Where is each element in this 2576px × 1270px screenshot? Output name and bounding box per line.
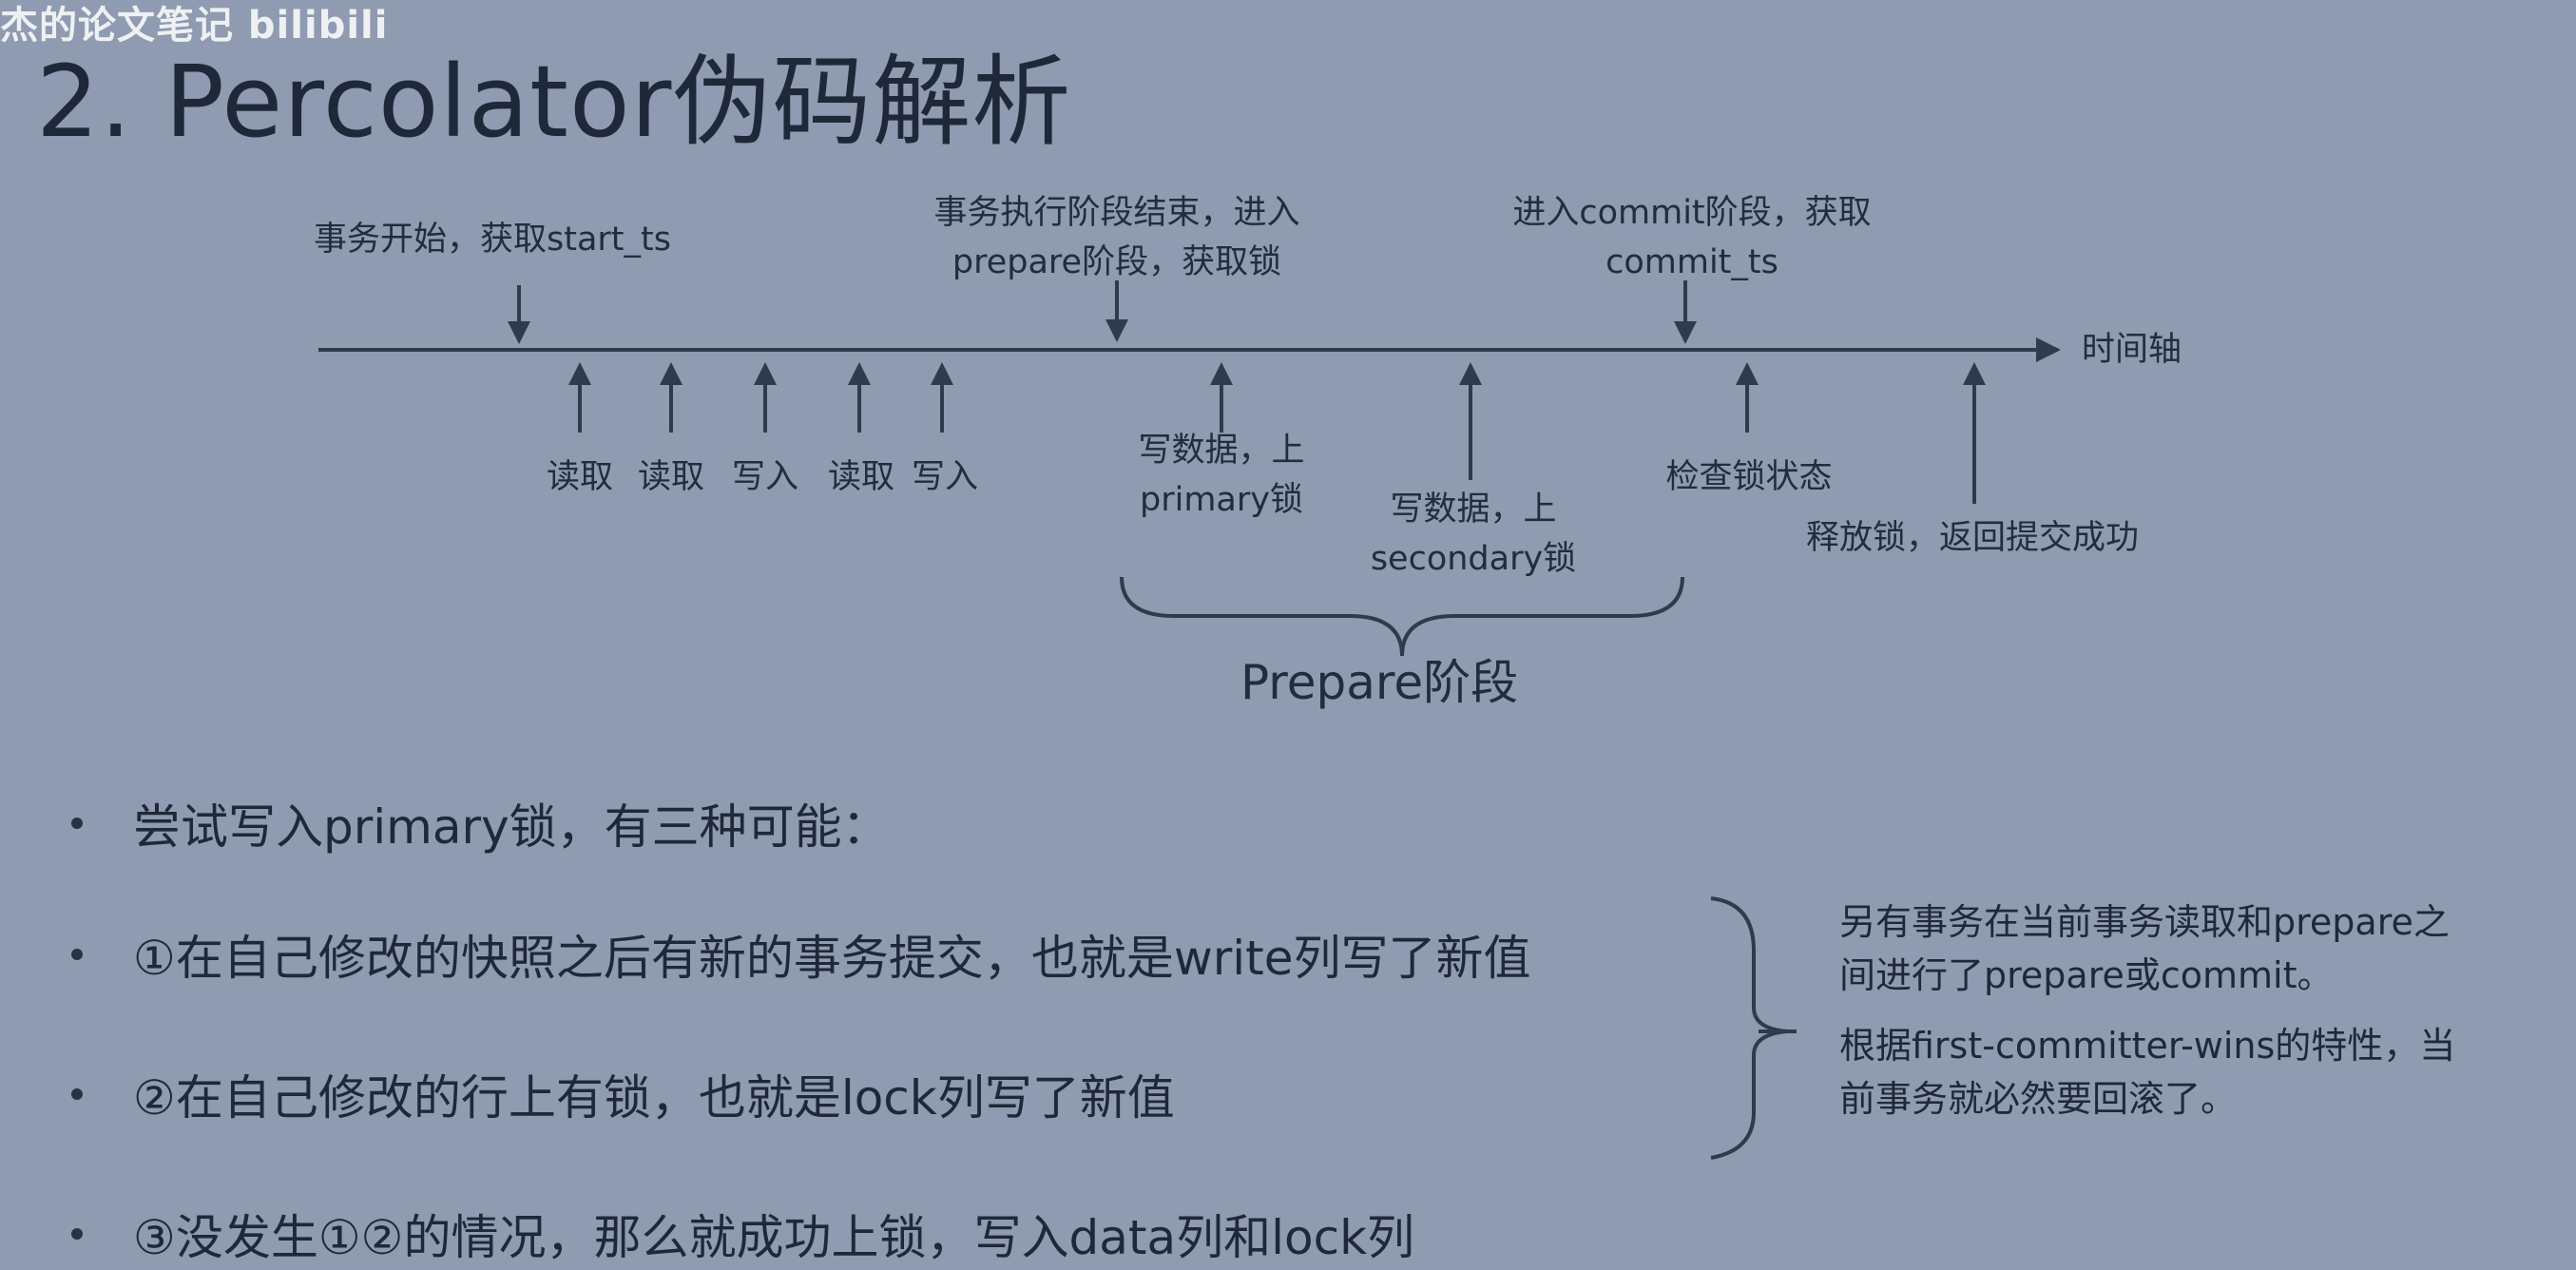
bullet-group-brace xyxy=(1710,896,1788,1160)
event-label-secondary-lock-line2: secondary锁 xyxy=(1370,540,1577,578)
event-label-check-lock: 检查锁状态 xyxy=(1665,458,1833,496)
up-arrow-check-lock xyxy=(1736,362,1759,433)
prepare-phase-label: Prepare阶段 xyxy=(1240,655,1519,710)
up-arrow-write-1 xyxy=(754,362,777,433)
event-label-prepare: 事务执行阶段结束，进入 prepare阶段，获取锁 xyxy=(894,188,1340,287)
event-label-commit-line2: commit_ts xyxy=(1605,243,1778,281)
side-note-line-2: 间进行了prepare或commit。 xyxy=(1839,954,2334,996)
down-arrow-start xyxy=(508,285,530,344)
event-label-commit-line1: 进入commit阶段，获取 xyxy=(1512,194,1872,232)
side-note-line-4: 前事务就必然要回滚了。 xyxy=(1839,1078,2238,1120)
event-label-write-2: 写入 xyxy=(911,458,978,496)
event-label-start: 事务开始，获取start_ts xyxy=(314,215,671,264)
event-label-read-2: 读取 xyxy=(637,458,704,496)
bullet-dot xyxy=(71,1228,83,1240)
bullet-item: 尝试写入primary锁，有三种可能： xyxy=(71,789,890,857)
event-label-secondary-lock-line1: 写数据，上 xyxy=(1390,491,1557,529)
event-label-prepare-line1: 事务执行阶段结束，进入 xyxy=(933,194,1300,232)
time-axis-arrowhead xyxy=(2036,337,2061,362)
bullet-text-case-3: ③没发生①②的情况，那么就成功上锁，写入data列和lock列 xyxy=(133,1210,1415,1265)
bullet-text-intro: 尝试写入primary锁，有三种可能： xyxy=(133,799,890,855)
up-arrow-write-2 xyxy=(931,362,953,433)
page-title: 2. Percolator伪码解析 xyxy=(36,44,1072,160)
event-label-write-1: 写入 xyxy=(731,458,798,496)
event-label-commit: 进入commit阶段，获取 commit_ts xyxy=(1454,188,1930,287)
up-arrow-release-lock xyxy=(1963,362,1986,504)
event-label-prepare-line2: prepare阶段，获取锁 xyxy=(952,243,1282,281)
bullet-dot xyxy=(71,818,83,829)
up-arrow-read-2 xyxy=(660,362,682,433)
side-note-line-3: 根据first-committer-wins的特性，当 xyxy=(1839,1025,2456,1067)
bullet-dot xyxy=(71,1088,83,1100)
bullet-text-case-2: ②在自己修改的行上有锁，也就是lock列写了新值 xyxy=(133,1070,1175,1126)
bullet-item: ③没发生①②的情况，那么就成功上锁，写入data列和lock列 xyxy=(71,1200,1414,1268)
time-axis-label: 时间轴 xyxy=(2082,331,2182,369)
event-label-secondary-lock: 写数据，上 secondary锁 xyxy=(1331,485,1616,584)
side-note-line-1: 另有事务在当前事务读取和prepare之 xyxy=(1839,901,2450,943)
event-label-read-3: 读取 xyxy=(827,458,894,496)
event-label-release-lock: 释放锁，返回提交成功 xyxy=(1805,519,2139,557)
up-arrow-read-1 xyxy=(568,362,591,433)
bilibili-watermark: 杰的论文笔记 bilibili xyxy=(0,4,389,48)
side-note: 另有事务在当前事务读取和prepare之 间进行了prepare或commit。… xyxy=(1839,895,2455,1126)
bullet-item: ①在自己修改的快照之后有新的事务提交，也就是write列写了新值 xyxy=(71,920,1531,989)
event-label-primary-lock: 写数据，上 primary锁 xyxy=(1093,426,1350,525)
bullet-text-case-1: ①在自己修改的快照之后有新的事务提交，也就是write列写了新值 xyxy=(133,931,1531,986)
bullet-dot xyxy=(71,949,83,960)
event-label-read-1: 读取 xyxy=(546,458,613,496)
up-arrow-read-3 xyxy=(848,362,871,433)
event-label-primary-lock-line2: primary锁 xyxy=(1140,481,1303,519)
bullet-item: ②在自己修改的行上有锁，也就是lock列写了新值 xyxy=(71,1060,1175,1128)
prepare-phase-brace xyxy=(1120,576,1684,657)
up-arrow-primary-lock xyxy=(1210,362,1233,433)
up-arrow-secondary-lock xyxy=(1459,362,1482,480)
event-label-primary-lock-line1: 写数据，上 xyxy=(1138,432,1305,470)
down-arrow-commit xyxy=(1674,280,1697,344)
down-arrow-prepare xyxy=(1105,280,1128,342)
event-label-start-line1: 事务开始，获取start_ts xyxy=(314,221,671,259)
